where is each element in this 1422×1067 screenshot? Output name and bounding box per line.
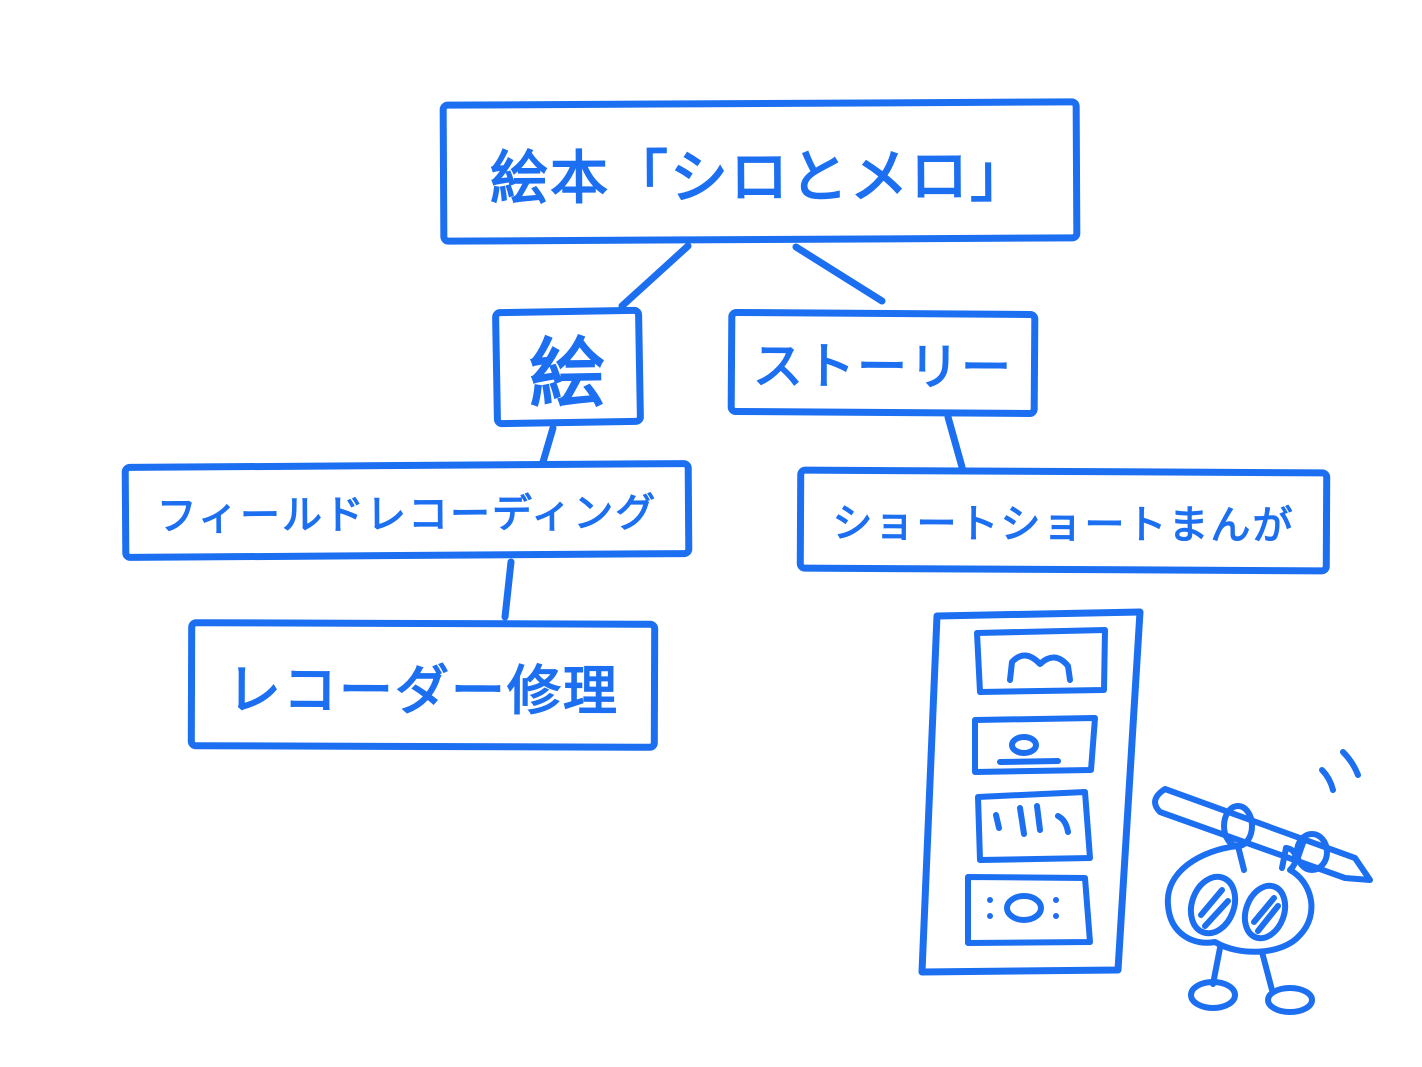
node-root-label: 絵本「シロとメロ」 bbox=[489, 141, 1031, 212]
pen-cap-line bbox=[1294, 837, 1307, 863]
character-arm-strokes bbox=[1235, 843, 1289, 873]
node-short-short-manga: ショートショートまんが bbox=[796, 466, 1331, 575]
comic-strip-icon bbox=[918, 608, 1144, 976]
comic-strip-frame bbox=[918, 608, 1144, 976]
character-right-eye bbox=[1241, 882, 1289, 942]
node-field-recording-label: フィールドレコーディング bbox=[156, 489, 658, 540]
connector-root-to-e bbox=[618, 242, 692, 310]
character-left-hand bbox=[1221, 803, 1255, 849]
character-left-eye bbox=[1187, 873, 1239, 937]
comic-panel-4-oval bbox=[1004, 893, 1044, 923]
node-picture-label: 絵 bbox=[528, 328, 608, 419]
comic-panel-1 bbox=[974, 627, 1108, 695]
character-motion-marks bbox=[1319, 749, 1361, 793]
connector-e-to-field-recording bbox=[539, 424, 557, 466]
comic-panel-3 bbox=[975, 789, 1093, 863]
character-body bbox=[1164, 843, 1315, 955]
node-recorder-repair: レコーダー修理 bbox=[187, 619, 659, 751]
comic-panel-4 bbox=[965, 874, 1093, 946]
comic-panel-4-dot bbox=[987, 897, 993, 903]
comic-panel-4-dot bbox=[1053, 913, 1059, 919]
character-right-hand bbox=[1294, 831, 1330, 873]
node-story-label: ストーリー bbox=[752, 337, 1014, 397]
character-legs bbox=[1210, 945, 1275, 993]
node-root-picture-book: 絵本「シロとメロ」 bbox=[439, 98, 1081, 245]
character-eyes bbox=[1187, 873, 1289, 942]
comic-panel-2-oval-doodle bbox=[1009, 734, 1039, 756]
node-picture: 絵 bbox=[491, 306, 645, 428]
character-left-foot bbox=[1188, 979, 1238, 1011]
connector-field-recording-to-recorder-repair bbox=[501, 558, 515, 621]
pen-icon bbox=[1152, 786, 1373, 883]
node-field-recording: フィールドレコーディング bbox=[121, 460, 693, 561]
pen-holding-character-icon bbox=[1152, 749, 1373, 1015]
node-recorder-repair-label: レコーダー修理 bbox=[226, 657, 620, 723]
comic-panel-4-dot bbox=[987, 913, 993, 919]
node-story: ストーリー bbox=[727, 308, 1039, 418]
character-left-eye-lines bbox=[1198, 887, 1231, 929]
comic-panel-2 bbox=[972, 715, 1098, 775]
character-right-eye-lines bbox=[1251, 895, 1281, 934]
connector-story-to-short-manga bbox=[944, 413, 966, 471]
node-short-short-manga-label: ショートショートまんが bbox=[832, 500, 1295, 549]
comic-panel-4-dot bbox=[1053, 897, 1059, 903]
connector-root-to-story bbox=[792, 243, 886, 305]
comic-panel-2-line-doodle bbox=[997, 758, 1061, 765]
comic-panel-4-face-doodle bbox=[987, 893, 1059, 923]
character-right-foot bbox=[1265, 985, 1315, 1015]
comic-panel-3-stroke-doodles bbox=[993, 803, 1071, 837]
comic-panel-1-mountain-doodle bbox=[1007, 652, 1073, 683]
